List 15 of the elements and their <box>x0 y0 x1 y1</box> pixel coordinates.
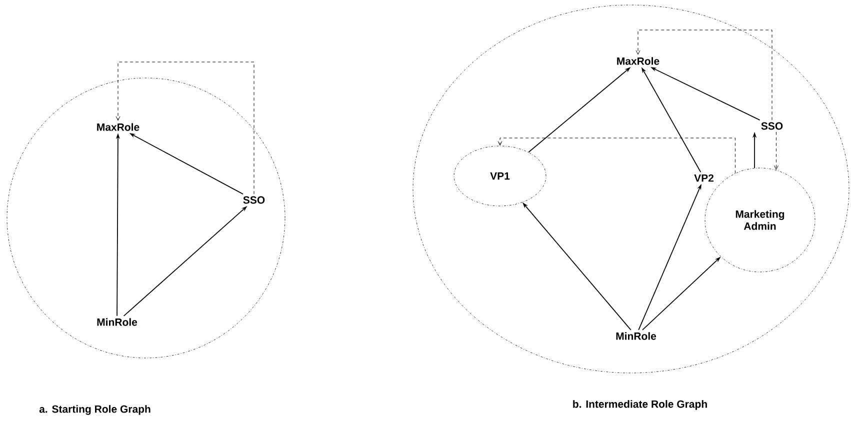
caption: b. Intermediate Role Graph <box>573 400 707 410</box>
dashed-arrow <box>774 132 778 170</box>
role-graph-ellipse <box>412 4 850 374</box>
role-label: SSO <box>243 196 265 204</box>
role-label: VP2 <box>694 174 714 182</box>
dashed-arrow <box>636 30 772 120</box>
role-graph-ellipse <box>6 78 286 358</box>
role-label: SSO <box>761 122 783 130</box>
caption: a. Starting Role Graph <box>39 405 150 415</box>
role-label: MaxRole <box>97 123 140 131</box>
dashed-arrow <box>498 138 736 174</box>
role-label: MaxRole <box>617 57 660 65</box>
role-label: MinRole <box>616 332 656 340</box>
dashed-arrow <box>116 62 254 194</box>
role-label: MinRole <box>97 318 138 326</box>
